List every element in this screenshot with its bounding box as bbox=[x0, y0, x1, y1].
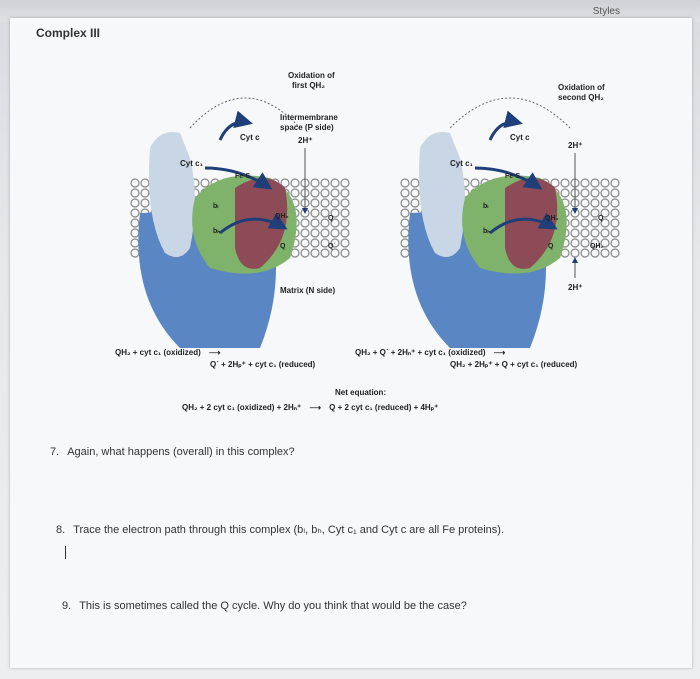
label-q-lower: Q bbox=[280, 243, 286, 250]
label-q: Q bbox=[328, 215, 334, 222]
document-heading: Complex III bbox=[36, 26, 100, 40]
left-title-2: first QH₂ bbox=[292, 81, 325, 90]
left-complex: Cyt c₁ Cyt c Fe-S bₗ bₕ QH₂ Q Q Q˙ 2H⁺ O… bbox=[130, 71, 350, 348]
eq-right-text1: QH₂ + Q˙ + 2Hₙ⁺ + cyt c₁ (oxidized) bbox=[355, 348, 486, 357]
label-cyt-c1: Cyt c₁ bbox=[180, 159, 204, 168]
question-number: 7. bbox=[50, 446, 59, 458]
right-title-2: second QH₂ bbox=[558, 93, 604, 102]
document-page[interactable]: Complex III bbox=[10, 18, 692, 668]
question-text: Trace the electron path through this com… bbox=[73, 524, 504, 536]
label-qh2-lower: QH₂ bbox=[590, 243, 604, 250]
label-bh: bₕ bbox=[213, 228, 220, 235]
label-qh2: QH₂ bbox=[545, 215, 559, 222]
label-q-radical: Q˙ bbox=[328, 242, 336, 250]
net-equation-label: Net equation: bbox=[335, 388, 386, 397]
question-number: 8. bbox=[56, 524, 65, 536]
matrix-label: Matrix (N side) bbox=[280, 286, 335, 295]
label-bl: bₗ bbox=[483, 203, 488, 210]
net-equation: QH₂ + 2 cyt c₁ (oxidized) + 2Hₙ⁺ ⟶ Q + 2… bbox=[182, 403, 438, 412]
intermembrane-2: space (P side) bbox=[280, 123, 334, 132]
eq-left-line2: Q˙ + 2Hₚ⁺ + cyt c₁ (reduced) bbox=[210, 360, 315, 369]
label-fe-s: Fe-S bbox=[235, 173, 251, 180]
label-2h-plus-top: 2H⁺ bbox=[568, 141, 582, 150]
question-text: This is sometimes called the Q cycle. Wh… bbox=[79, 600, 467, 612]
label-2h-plus: 2H⁺ bbox=[298, 136, 312, 145]
label-cyt-c: Cyt c bbox=[240, 133, 260, 142]
label-q-lower: Q bbox=[548, 243, 554, 250]
label-bl: bₗ bbox=[213, 203, 218, 210]
question-9: 9. This is sometimes called the Q cycle. … bbox=[62, 600, 467, 612]
label-fe-s: Fe-S bbox=[505, 173, 521, 180]
right-complex: Cyt c₁ Cyt c Fe-S bₗ bₕ QH₂ Q Q QH₂ 2H⁺ … bbox=[400, 83, 620, 348]
label-q: Q bbox=[598, 215, 604, 222]
label-bh: bₕ bbox=[483, 228, 490, 235]
eq-right-arrow: ⟶ bbox=[494, 348, 505, 357]
intermembrane-1: Intermembrane bbox=[280, 113, 338, 122]
label-cyt-c: Cyt c bbox=[510, 133, 530, 142]
net-left: QH₂ + 2 cyt c₁ (oxidized) + 2Hₙ⁺ bbox=[182, 403, 301, 412]
right-title-1: Oxidation of bbox=[558, 83, 605, 92]
styles-button[interactable]: Styles bbox=[593, 6, 620, 17]
eq-right-line1: QH₂ + Q˙ + 2Hₙ⁺ + cyt c₁ (oxidized) ⟶ bbox=[355, 348, 511, 357]
label-cyt-c1: Cyt c₁ bbox=[450, 159, 474, 168]
eq-left-line1: QH₂ + cyt c₁ (oxidized) ⟶ bbox=[115, 348, 226, 357]
label-2h-plus-bottom: 2H⁺ bbox=[568, 283, 582, 292]
eq-left-arrow: ⟶ bbox=[209, 348, 220, 357]
question-8: 8. Trace the electron path through this c… bbox=[56, 523, 504, 536]
question-text: Again, what happens (overall) in this co… bbox=[67, 446, 294, 458]
eq-right-line2: QH₂ + 2Hₚ⁺ + Q + cyt c₁ (reduced) bbox=[450, 360, 577, 369]
complex-iii-figure: Cyt c₁ Cyt c Fe-S bₗ bₕ QH₂ Q Q Q˙ 2H⁺ O… bbox=[70, 48, 630, 358]
question-7: 7. Again, what happens (overall) in this … bbox=[50, 446, 295, 458]
net-right: Q + 2 cyt c₁ (reduced) + 4Hₚ⁺ bbox=[329, 403, 438, 412]
text-cursor bbox=[65, 546, 66, 559]
question-number: 9. bbox=[62, 600, 71, 612]
eq-left-text1: QH₂ + cyt c₁ (oxidized) bbox=[115, 348, 201, 357]
label-qh2: QH₂ bbox=[275, 213, 289, 220]
left-title-1: Oxidation of bbox=[288, 71, 335, 80]
net-arrow: ⟶ bbox=[309, 403, 320, 412]
